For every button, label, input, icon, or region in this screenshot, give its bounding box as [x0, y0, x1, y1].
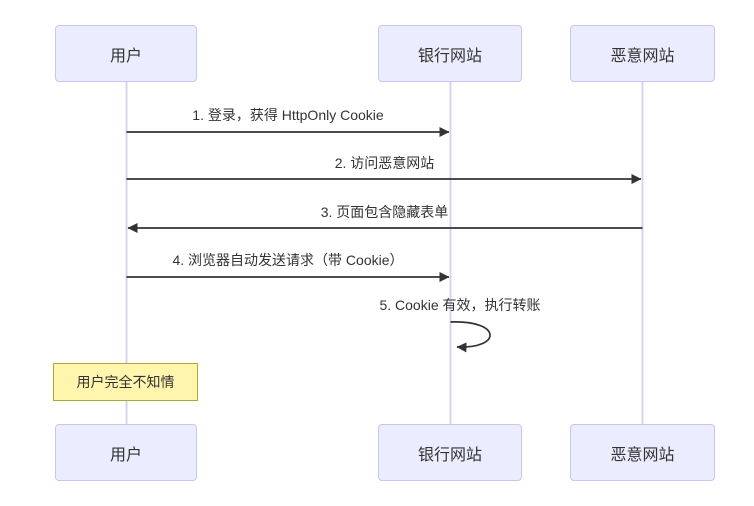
actor-box-bank-bottom: 银行网站 — [378, 424, 522, 481]
actor-label-bank-bottom: 银行网站 — [417, 446, 482, 464]
message-label-2: 2. 访问恶意网站 — [334, 155, 435, 171]
message-label-1: 1. 登录，获得 HttpOnly Cookie — [192, 107, 384, 123]
actor-box-evil-top: 恶意网站 — [570, 25, 715, 82]
actor-box-evil-bottom: 恶意网站 — [570, 424, 715, 481]
actor-label-evil-top: 恶意网站 — [610, 47, 675, 65]
message-self-loop-arrow-5 — [450, 321, 491, 353]
message-label-3: 3. 页面包含隐藏表单 — [320, 204, 449, 220]
note-box: 用户完全不知情 — [53, 363, 198, 401]
actor-box-user-top: 用户 — [55, 25, 197, 82]
actor-label-user-bottom: 用户 — [109, 446, 142, 464]
actor-box-user-bottom: 用户 — [55, 424, 197, 481]
message-label-4: 4. 浏览器自动发送请求（带 Cookie） — [172, 252, 404, 268]
actor-label-evil-bottom: 恶意网站 — [610, 446, 675, 464]
actor-label-bank-top: 银行网站 — [417, 47, 482, 65]
actor-label-user-top: 用户 — [109, 47, 142, 65]
note-text: 用户完全不知情 — [76, 374, 175, 390]
message-label-5: 5. Cookie 有效，执行转账 — [379, 297, 541, 313]
actor-box-bank-top: 银行网站 — [378, 25, 522, 82]
